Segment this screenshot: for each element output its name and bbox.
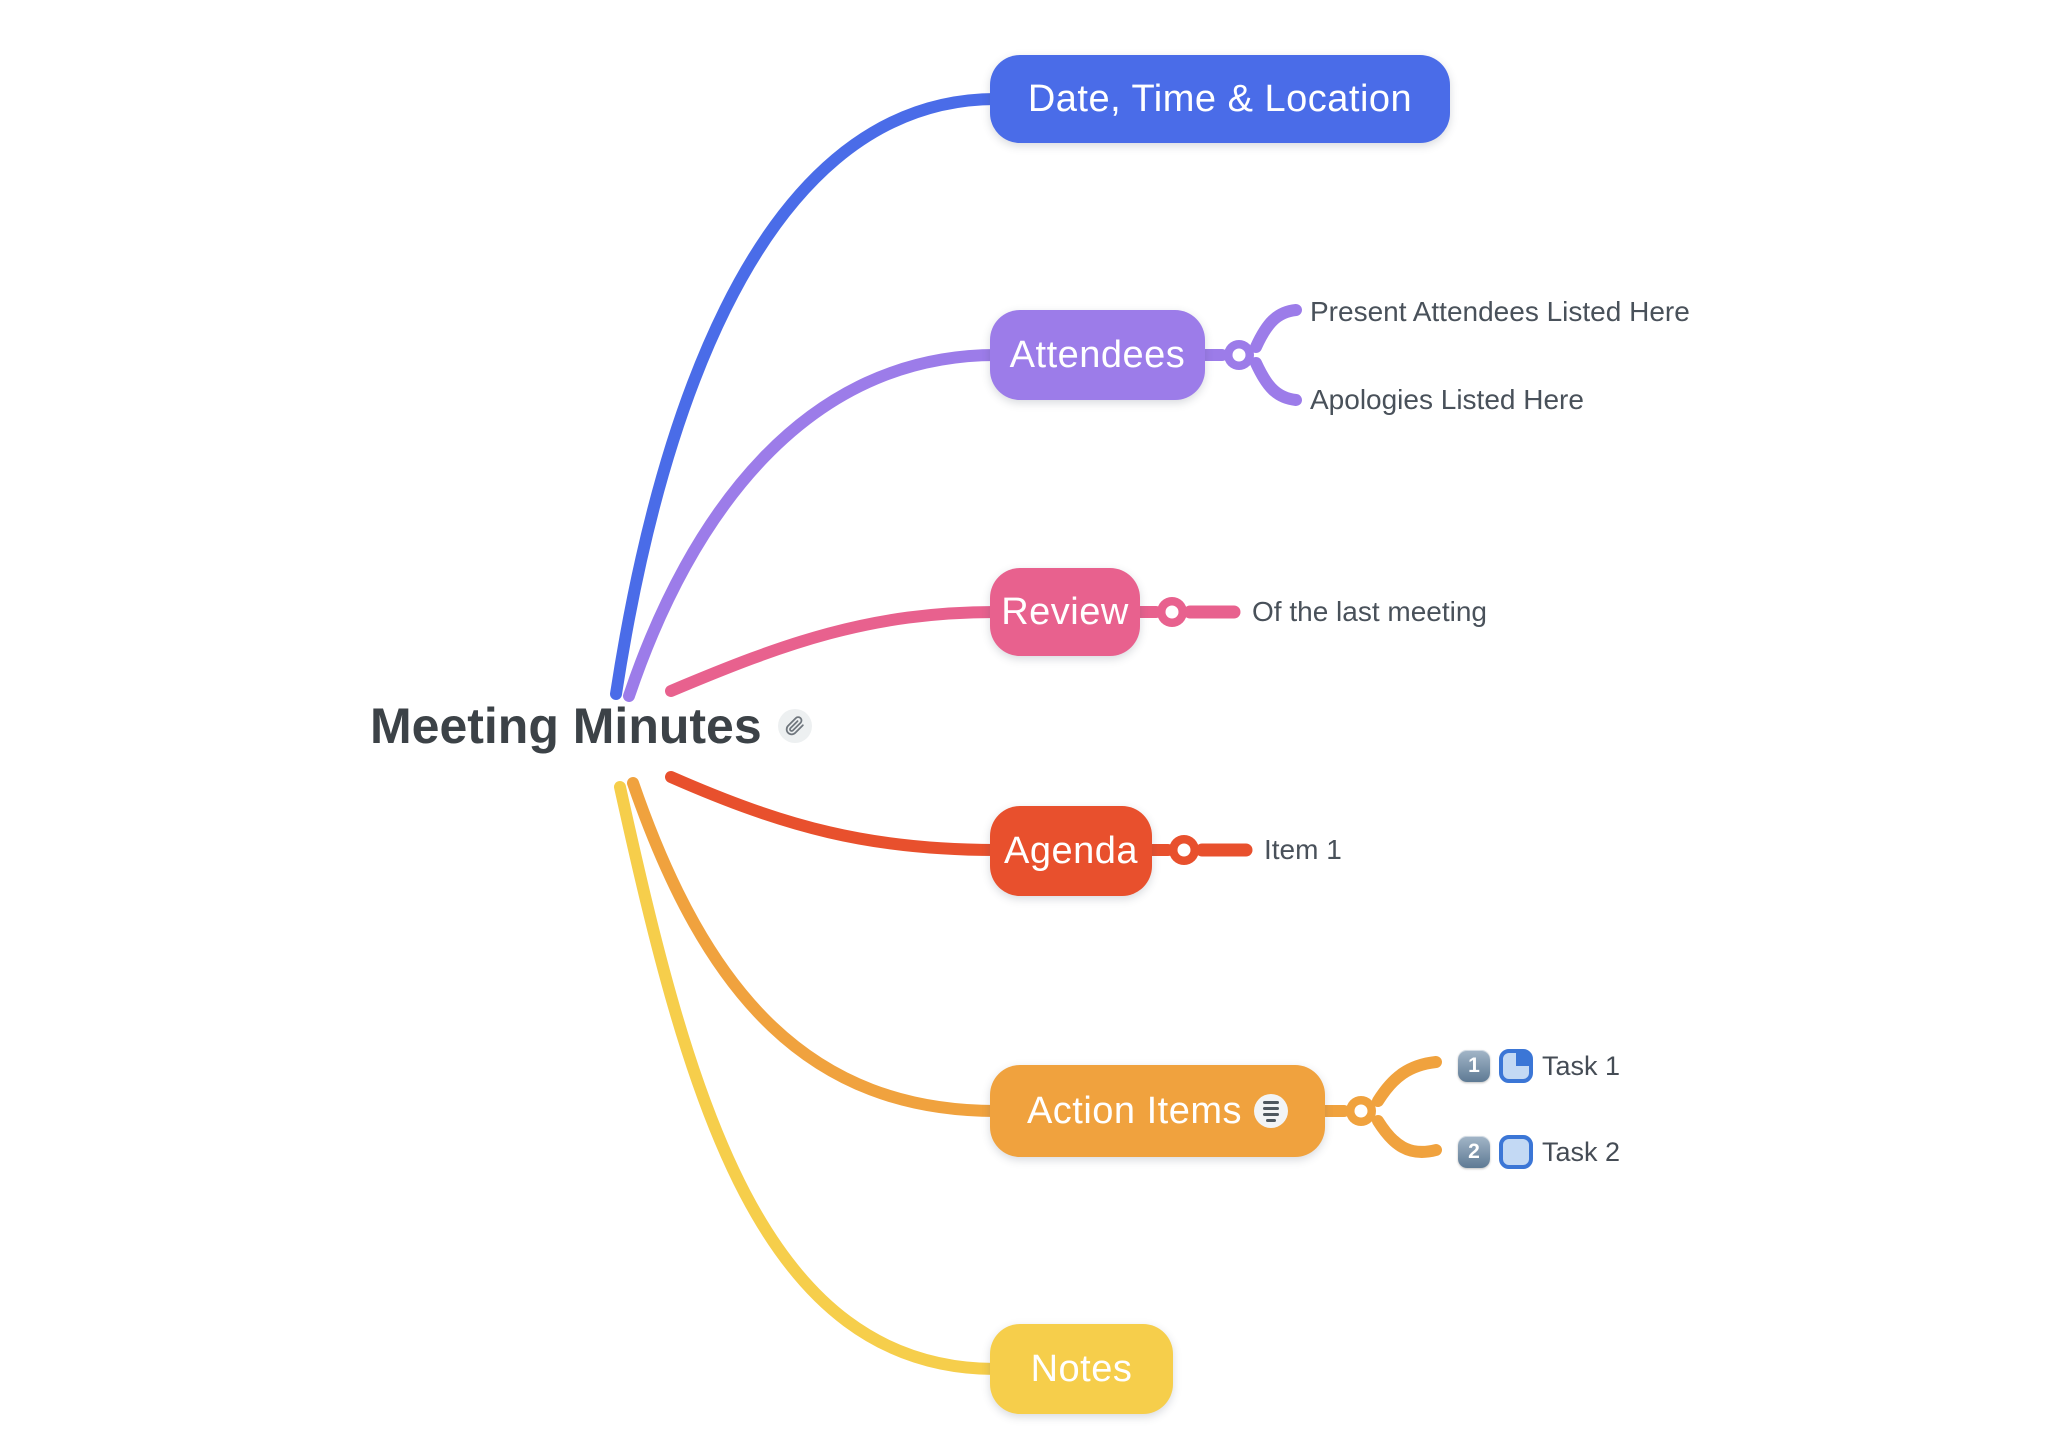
root-topic-label: Meeting Minutes	[370, 698, 762, 754]
fork-curve-upper	[1372, 1056, 1442, 1107]
child-node-task-1[interactable]: 1 Task 1	[1458, 1046, 1620, 1086]
branch-curve-attendees	[623, 349, 1002, 702]
child-node-task-2[interactable]: 2 Task 2	[1458, 1132, 1620, 1172]
subtree-connector-action-items	[1317, 1056, 1442, 1158]
node-attendees[interactable]: Attendees	[990, 310, 1205, 400]
collapse-ring-hole	[1165, 605, 1179, 619]
branch-curve-review	[665, 606, 1002, 697]
fork-curve-upper	[1250, 304, 1302, 353]
fork-curve-lower	[1372, 1115, 1442, 1158]
task-label: Task 2	[1542, 1136, 1621, 1167]
paperclip-icon	[785, 716, 804, 736]
node-action-items[interactable]: Action Items	[990, 1065, 1325, 1157]
node-label: Agenda	[1003, 830, 1138, 872]
task-progress-partial-icon	[1499, 1049, 1533, 1083]
priority-1-badge-icon: 1	[1458, 1050, 1490, 1082]
node-label: Notes	[1030, 1348, 1133, 1390]
node-review[interactable]: Review	[990, 568, 1140, 656]
node-label: Review	[1001, 591, 1129, 633]
branch-curve-action-items	[627, 777, 1002, 1117]
node-label: Action Items	[1026, 1090, 1243, 1132]
subtree-connector-review	[1132, 597, 1241, 627]
priority-2-badge-icon: 2	[1458, 1136, 1490, 1168]
node-notes[interactable]: Notes	[990, 1324, 1173, 1414]
subtree-connector-agenda	[1144, 835, 1253, 865]
node-date-time-location[interactable]: Date, Time & Location	[990, 55, 1450, 143]
child-node-of-the-last-meeting[interactable]: Of the last meeting	[1252, 596, 1488, 627]
branch-curve-agenda	[665, 771, 1002, 856]
child-node-present-attendees[interactable]: Present Attendees Listed Here	[1310, 296, 1690, 327]
node-label: Attendees	[1009, 334, 1186, 376]
branch-curve-date-time-location	[610, 93, 1002, 700]
child-node-apologies[interactable]: Apologies Listed Here	[1310, 384, 1584, 415]
collapse-ring-hole	[1177, 843, 1191, 857]
branch-curve-notes	[614, 781, 1002, 1375]
attachment-button[interactable]	[777, 709, 812, 743]
task-label: Task 1	[1542, 1050, 1621, 1081]
note-button[interactable]	[1254, 1094, 1289, 1128]
collapse-ring-hole	[1232, 348, 1246, 362]
collapse-ring-hole	[1354, 1104, 1368, 1118]
fork-curve-lower	[1250, 357, 1302, 406]
node-agenda[interactable]: Agenda	[990, 806, 1152, 896]
task-progress-empty-icon	[1499, 1135, 1533, 1169]
root-topic[interactable]: Meeting Minutes	[370, 701, 812, 751]
child-node-item-1[interactable]: Item 1	[1264, 834, 1342, 865]
note-lines-icon	[1263, 1100, 1280, 1122]
subtree-connector-attendees	[1194, 304, 1302, 406]
node-label: Date, Time & Location	[1027, 78, 1413, 120]
